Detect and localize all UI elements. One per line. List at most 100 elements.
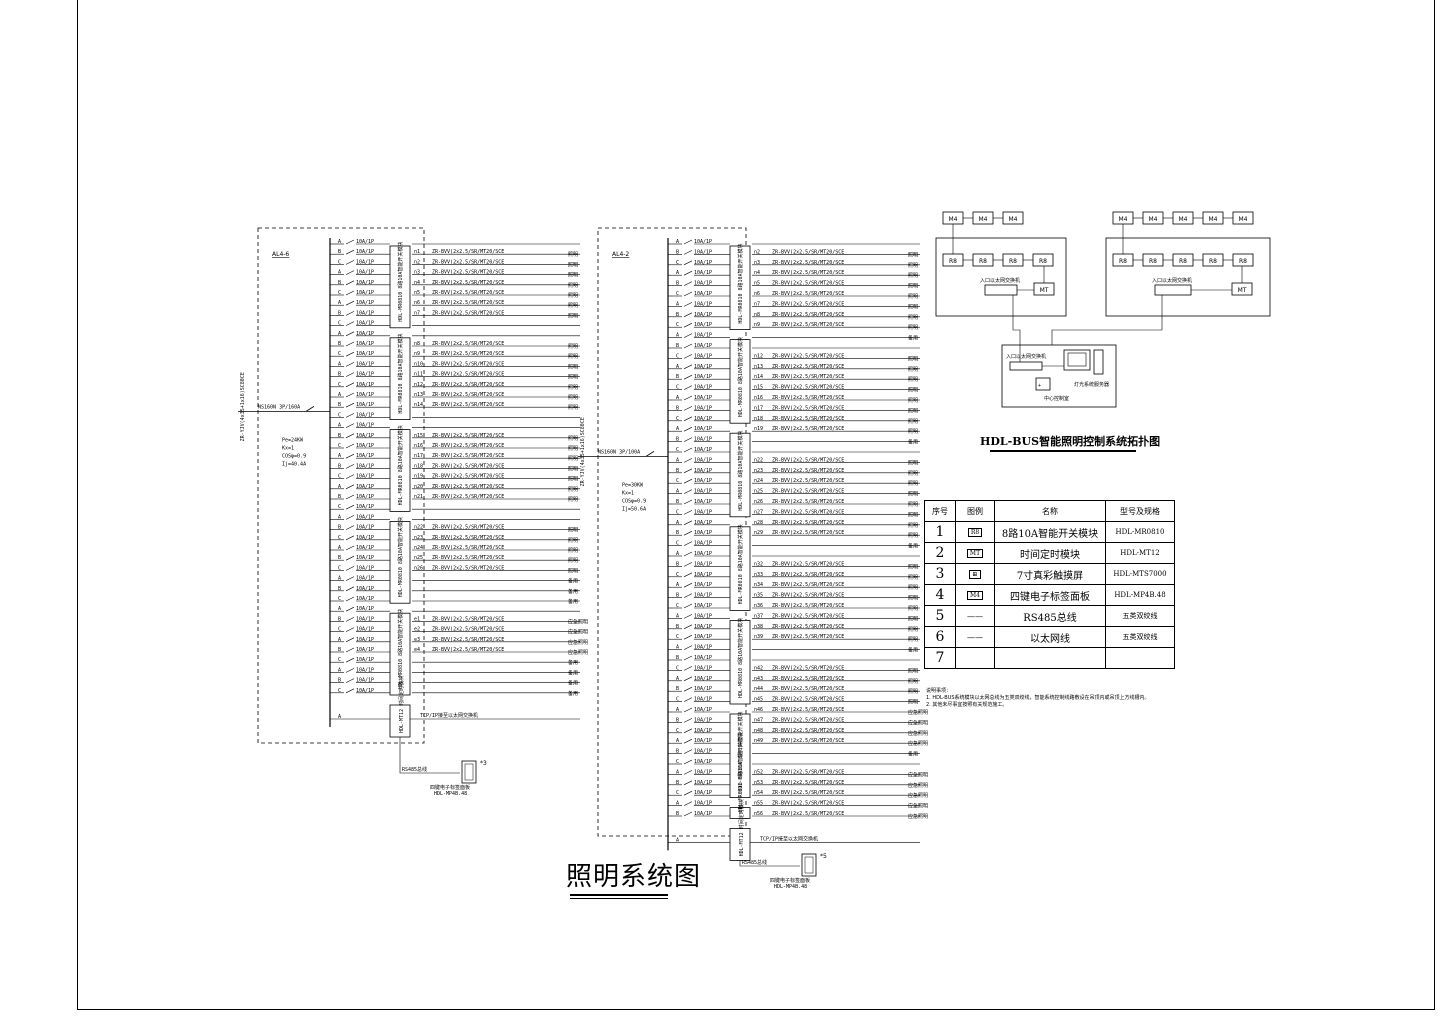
breaker-symbol bbox=[345, 657, 355, 663]
phase-label: B bbox=[338, 280, 341, 286]
breaker-symbol bbox=[683, 250, 693, 255]
phase-label: C bbox=[676, 478, 679, 484]
legend-symbol: —— bbox=[955, 605, 995, 627]
breaker-symbol bbox=[345, 494, 355, 500]
circuit-use: 备用 bbox=[568, 659, 578, 666]
phase-label: C bbox=[338, 596, 341, 602]
circuit-id: n43 bbox=[754, 676, 763, 682]
phase-label: A bbox=[338, 545, 341, 551]
circuit-id: n20 bbox=[414, 484, 423, 490]
timer-module-label: HDL-MT12 时间定时模块 bbox=[398, 676, 405, 733]
breaker-symbol bbox=[683, 426, 693, 432]
phase-label: A bbox=[676, 395, 679, 401]
cable-spec: ZR-BVV(2x2.5/SR/MT20/SCE bbox=[772, 572, 844, 578]
load-param: Kx=1 bbox=[622, 490, 634, 496]
cable-spec: ZR-BVV(2x2.5/SR/MT20/SCE bbox=[432, 382, 504, 388]
circuit-use: 照明 bbox=[568, 528, 578, 534]
circuit-id: n2 bbox=[414, 259, 420, 265]
breaker-symbol bbox=[683, 655, 693, 661]
circuit-use: 备用 bbox=[568, 588, 578, 595]
circuit-use: 照明 bbox=[908, 294, 918, 300]
breaker-symbol bbox=[683, 374, 693, 380]
switch-module-box bbox=[389, 612, 411, 696]
rs485-label: RS485总线 bbox=[402, 766, 427, 773]
cable-spec: ZR-BVV(2x2.5/SR/MT20/SCE bbox=[772, 499, 844, 505]
circuit-id: n13 bbox=[754, 364, 763, 370]
cable-spec: ZR-BVV(2x2.5/SR/MT20/SCE bbox=[432, 637, 504, 643]
circuit-use: 照明 bbox=[908, 668, 918, 674]
phase-label: C bbox=[338, 627, 341, 633]
cable-spec: ZR-BVV(2x2.5/SR/MT20/SCE bbox=[772, 665, 844, 671]
switch-module-box bbox=[729, 432, 751, 518]
breaker-symbol bbox=[683, 333, 693, 338]
incoming-cable: ZR-YJV(4x35+1x16)SC80CE bbox=[580, 417, 586, 486]
circuit-id: n24 bbox=[754, 478, 763, 484]
phase-label: C bbox=[338, 565, 341, 571]
circuit-use: 应急照明 bbox=[568, 629, 588, 636]
cable-spec: ZR-BVV(2x2.5/SR/MT20/SCE bbox=[432, 463, 504, 469]
breaker-rating: 10A/1P bbox=[694, 676, 712, 682]
breaker-rating: 10A/1P bbox=[694, 541, 712, 547]
phase-label: B bbox=[676, 343, 679, 349]
circuit-id: n55 bbox=[754, 801, 763, 807]
cable-spec: ZR-BVV(2x2.5/SR/MT20/SCE bbox=[432, 474, 504, 480]
cable-spec: ZR-BVV(2x2.5/SR/MT20/SCE bbox=[772, 707, 844, 713]
circuit-id: n54 bbox=[754, 790, 763, 796]
circuit-id: n18 bbox=[414, 463, 423, 469]
phase-label: C bbox=[338, 351, 341, 357]
cable-spec: ZR-BVV(2x2.5/SR/MT20/SCE bbox=[432, 351, 504, 357]
m4-panel-text: M4 bbox=[979, 216, 988, 223]
breaker-rating: 10A/1P bbox=[694, 468, 712, 474]
phase-label: A bbox=[338, 484, 341, 490]
cable-spec: ZR-BVV(2x2.5/SR/MT20/SCE bbox=[772, 790, 844, 796]
m4-panel-text: M4 bbox=[1149, 216, 1158, 223]
circuit-id: n13 bbox=[414, 392, 423, 398]
circuit-use: 应急照明 bbox=[908, 813, 928, 820]
phase-label: B bbox=[676, 405, 679, 411]
circuit-id: e2 bbox=[414, 627, 420, 633]
switch-label: 入口以太网交换机 bbox=[1152, 277, 1192, 284]
circuit-use: 照明 bbox=[908, 408, 918, 414]
breaker-rating: 10A/1P bbox=[694, 717, 712, 723]
switch-module-label: HDL-MR0810 8路10A智能开关模块 bbox=[397, 333, 404, 413]
circuit-use: 照明 bbox=[568, 262, 578, 268]
circuit-use: 照明 bbox=[908, 252, 918, 258]
cable-spec: ZR-BVV(2x2.5/SR/MT20/SCE bbox=[772, 728, 844, 734]
phase-label: C bbox=[338, 259, 341, 265]
switch-module-label: HDL-MR0810 8路10A智能开关模块 bbox=[397, 517, 404, 597]
breaker-symbol bbox=[345, 341, 355, 347]
device-qty: *3 bbox=[480, 760, 487, 767]
breaker-rating: 10A/1P bbox=[356, 300, 374, 306]
cable-spec: ZR-BVV(2x2.5/SR/MT20/SCE bbox=[772, 593, 844, 599]
circuit-use: 照明 bbox=[568, 568, 578, 574]
circuit-id: n9 bbox=[414, 351, 420, 357]
circuit-id: e3 bbox=[414, 637, 420, 643]
phase-label: C bbox=[676, 416, 679, 422]
circuit-use: 照明 bbox=[908, 263, 918, 269]
timer-module-label: HDL-MT12 时间定时模块 bbox=[738, 799, 745, 856]
circuit-use: 照明 bbox=[908, 627, 918, 633]
cable-spec: ZR-BVV(2x2.5/SR/MT20/SCE bbox=[772, 426, 844, 432]
cable-spec: ZR-BVV(2x2.5/SR/MT20/SCE bbox=[432, 453, 504, 459]
breaker-rating: 10A/1P bbox=[356, 616, 374, 622]
legend-model bbox=[1105, 647, 1175, 669]
breaker-rating: 10A/1P bbox=[356, 606, 374, 612]
phase-label: B bbox=[676, 530, 679, 536]
breaker-symbol bbox=[345, 280, 355, 286]
legend-symbol: ⊞ bbox=[955, 563, 995, 585]
circuit-use: 照明 bbox=[908, 388, 918, 394]
switch-module-box bbox=[389, 429, 411, 512]
cable-spec: ZR-BVV(2x2.5/SR/MT20/SCE bbox=[432, 616, 504, 622]
tcp-label: TCP/IP接至以太网交换机 bbox=[420, 712, 478, 719]
load-param: Pe=30KW bbox=[622, 482, 644, 488]
circuit-use: 照明 bbox=[908, 606, 918, 612]
circuit-id: n34 bbox=[754, 582, 763, 588]
breaker-symbol bbox=[683, 738, 693, 744]
phase-label: C bbox=[338, 382, 341, 388]
cable-spec: ZR-BVV(2x2.5/SR/MT20/SCE bbox=[772, 416, 844, 422]
phase-label: C bbox=[676, 260, 679, 266]
breaker-rating: 10A/1P bbox=[694, 499, 712, 505]
phase-label: B bbox=[338, 525, 341, 531]
breaker-rating: 10A/1P bbox=[694, 759, 712, 765]
breaker-symbol bbox=[683, 697, 693, 702]
